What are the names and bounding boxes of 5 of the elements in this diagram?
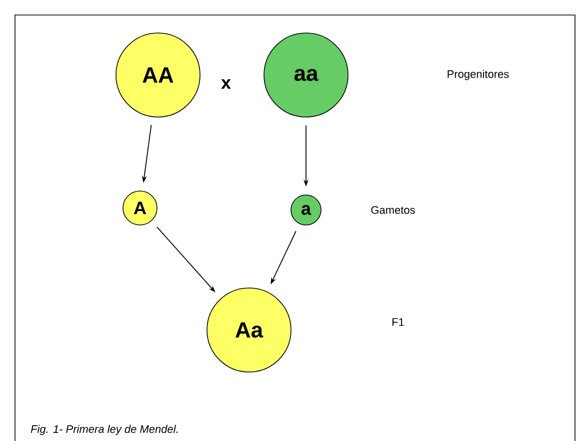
caption: Fig. 1- Primera ley de Mendel. [30,424,178,436]
cross-symbol: x [221,79,231,89]
stage-label: Progenitores [448,70,509,80]
stage-label: Gametos [371,206,415,214]
stage-label: F1 [392,318,404,326]
